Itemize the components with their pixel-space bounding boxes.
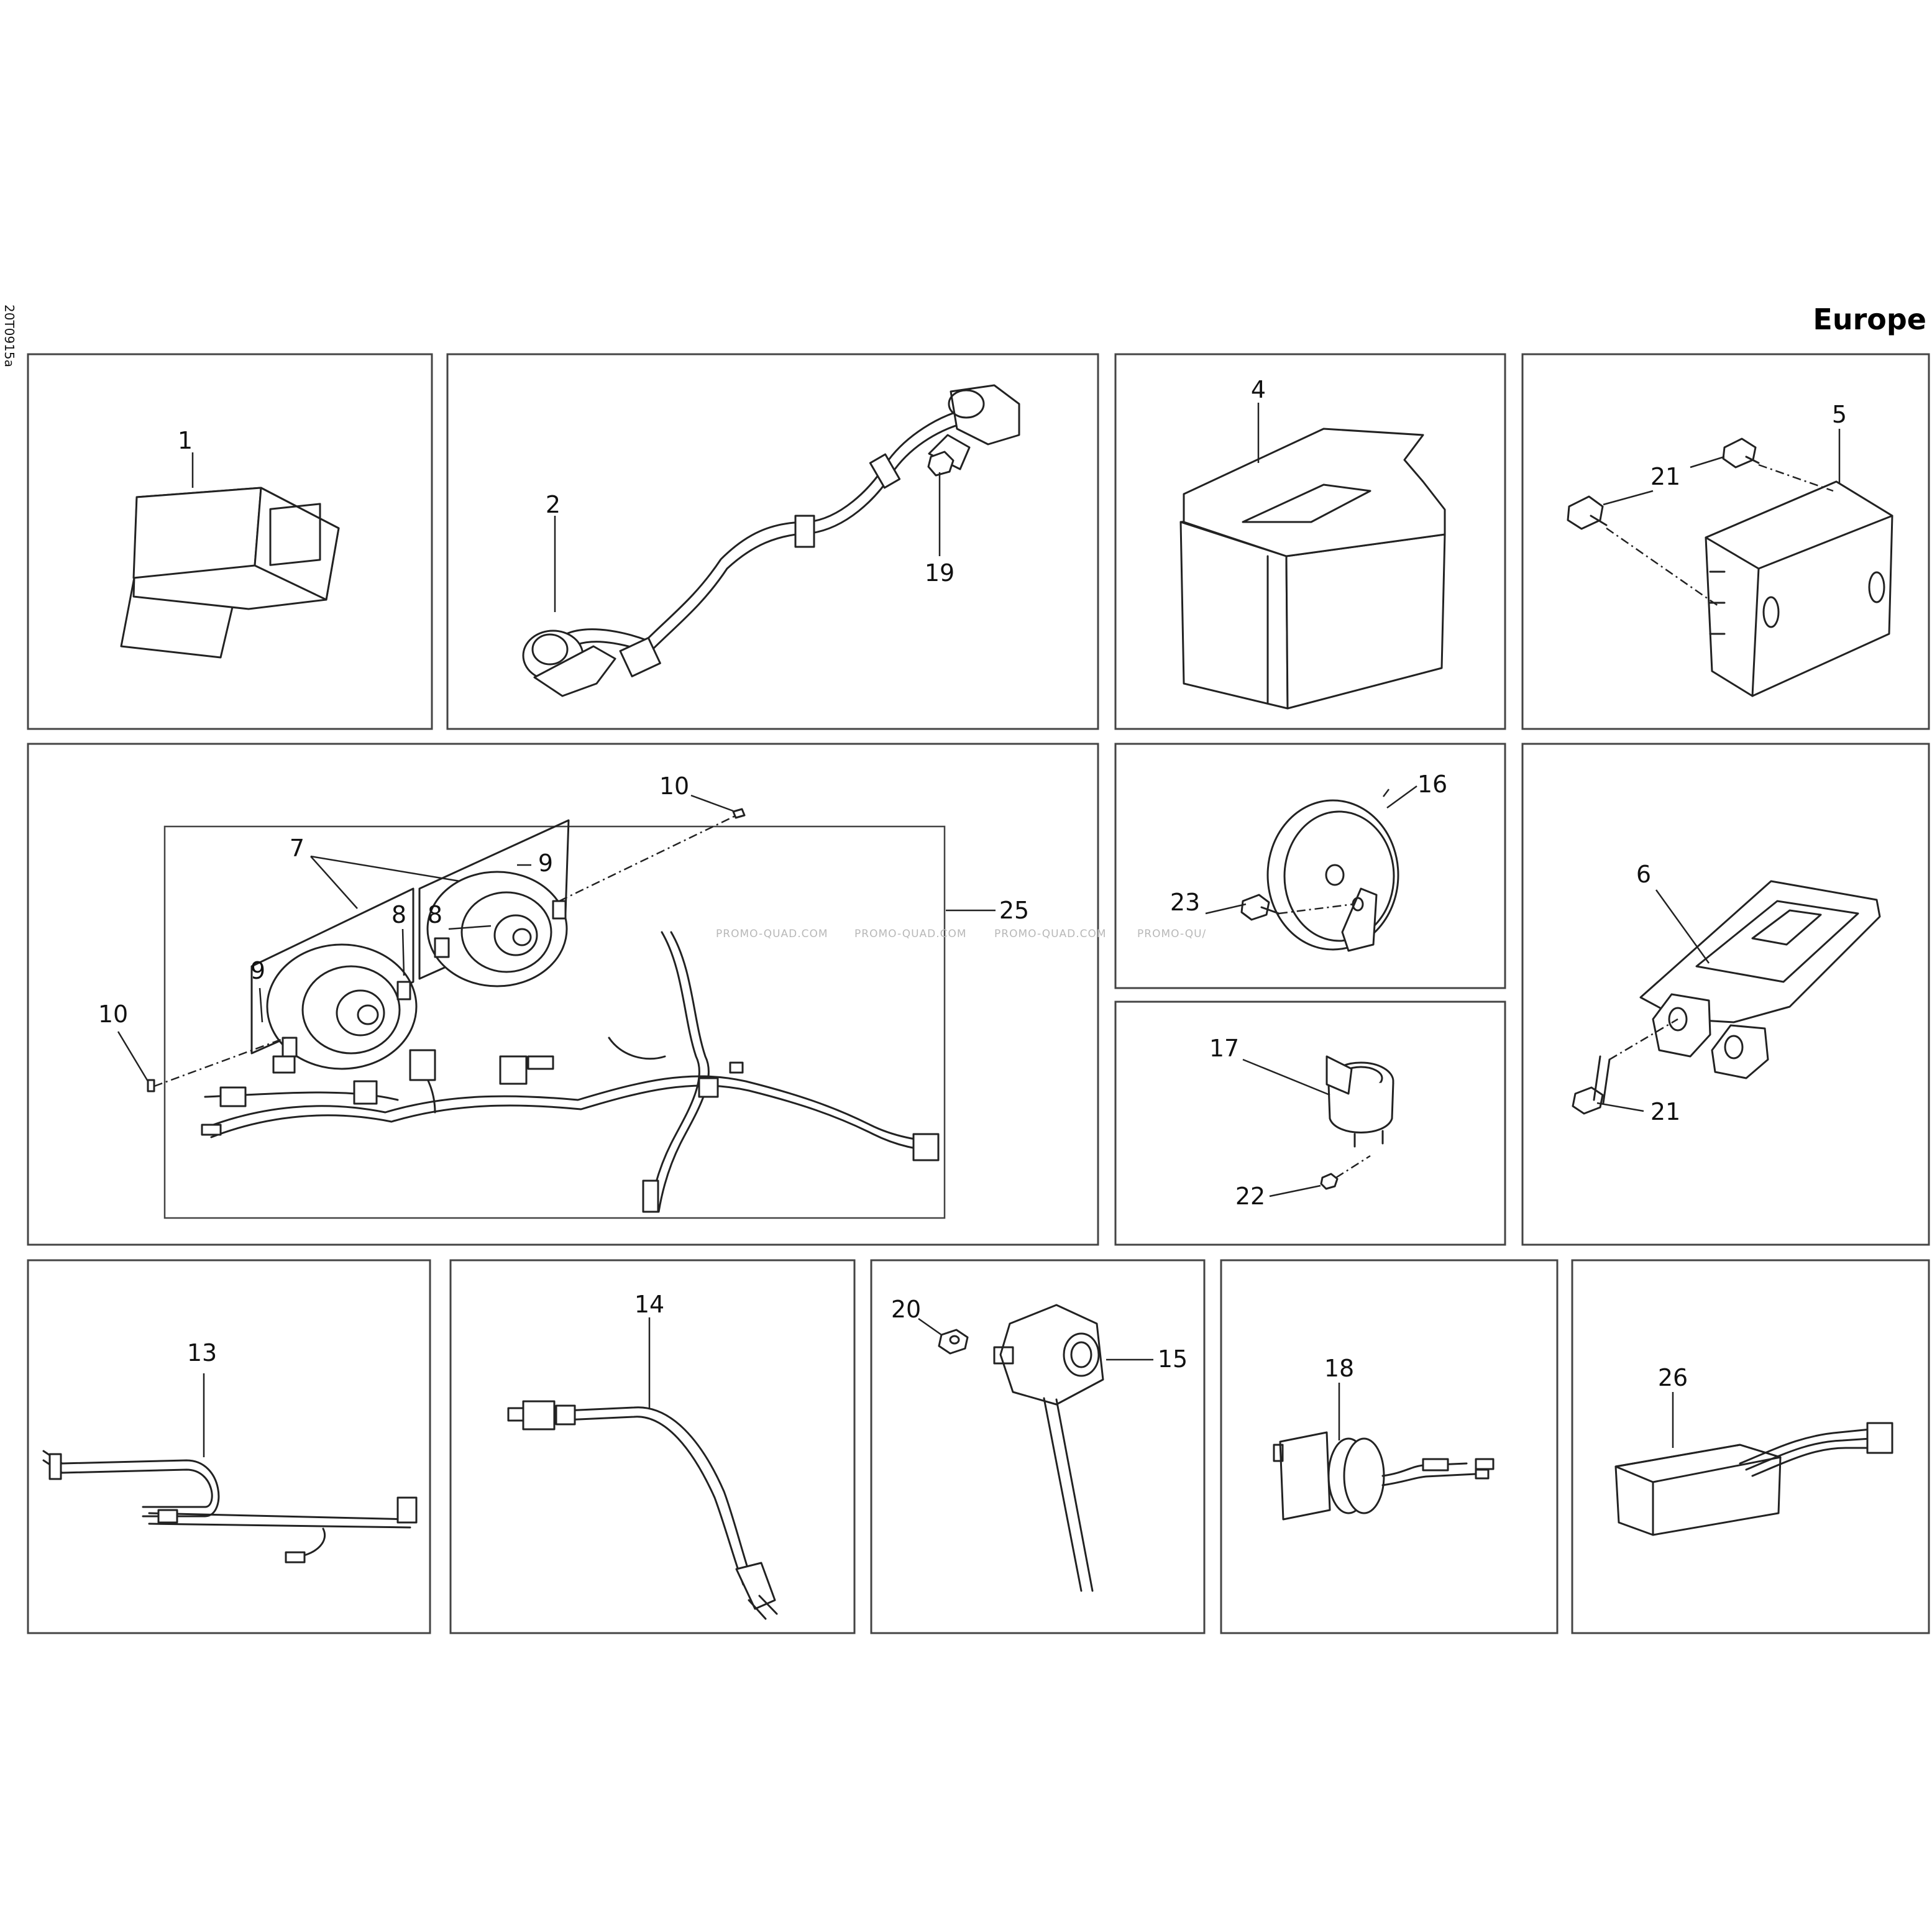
sensor-14-part xyxy=(507,1400,778,1620)
callout-22: 22 xyxy=(1235,1183,1265,1210)
panel-horn: 16 23 PROMO-QUAD.COM PROMO-QU/ xyxy=(994,743,1506,989)
cdi-module-part xyxy=(120,487,340,659)
callout-26: 26 xyxy=(1658,1364,1688,1391)
socket-18-part xyxy=(1273,1431,1495,1521)
solenoid-part xyxy=(1325,1055,1394,1148)
callout-6: 6 xyxy=(1636,861,1651,888)
panel-connector-socket: 18 xyxy=(1220,1259,1559,1634)
watermark-2: PROMO-QUAD.COM xyxy=(854,928,967,940)
battery-part xyxy=(1179,428,1446,710)
watermark-3: PROMO-QUAD.COM xyxy=(994,928,1107,940)
callout-23: 23 xyxy=(1170,889,1200,916)
callout-5: 5 xyxy=(1832,401,1847,428)
drawing-code: 20T0915a xyxy=(2,304,17,367)
panel-relay-module: 26 xyxy=(1571,1259,1930,1634)
screw-10-right-part xyxy=(732,808,746,819)
bracket-part xyxy=(1639,880,1881,1079)
callout-8-right: 8 xyxy=(428,901,442,928)
bolt-19-part xyxy=(927,451,955,477)
ignition-coil-part xyxy=(522,384,1020,697)
callout-20: 20 xyxy=(891,1296,921,1323)
horn-part xyxy=(1266,799,1399,952)
callout-14: 14 xyxy=(634,1291,664,1318)
panel-voltage-regulator: 21 5 xyxy=(1521,353,1930,730)
screw-10-left-part xyxy=(147,1079,155,1092)
watermark-1: PROMO-QUAD.COM xyxy=(716,928,828,940)
callout-7: 7 xyxy=(290,835,304,862)
callout-9-left: 9 xyxy=(250,957,265,984)
callout-10-left: 10 xyxy=(98,1000,128,1028)
callout-2: 2 xyxy=(546,491,561,518)
headlamp-left-part xyxy=(250,887,418,1070)
callout-21-top: 21 xyxy=(1650,463,1680,490)
panel-solenoid: 17 22 xyxy=(1114,1000,1506,1246)
panel-ignition-coil: 2 19 xyxy=(446,353,1099,730)
panel-headlamps-harness: 10 7 9 8 8 9 25 10 PROMO-QUAD.COM PROMO-… xyxy=(27,743,1099,1246)
panel-ground-harness: 13 xyxy=(27,1259,431,1634)
callout-10-top: 10 xyxy=(659,772,689,800)
panel-bracket: 6 21 xyxy=(1521,743,1930,1246)
harness-13-part xyxy=(42,1450,418,1563)
callout-9-right: 9 xyxy=(538,849,553,877)
panel-temperature-sensor: 14 xyxy=(449,1259,856,1634)
region-label: Europe xyxy=(1813,303,1926,336)
sensor-15-part xyxy=(993,1304,1104,1592)
callout-17: 17 xyxy=(1209,1035,1239,1062)
panel-cdi-module: 1 xyxy=(27,353,433,730)
watermark-4: PROMO-QU/ xyxy=(1137,928,1206,940)
callout-13: 13 xyxy=(187,1339,217,1367)
wiring-harness-part xyxy=(201,931,940,1213)
callout-25: 25 xyxy=(999,897,1029,924)
callout-4: 4 xyxy=(1251,376,1266,403)
regulator-part xyxy=(1705,480,1893,697)
bolt-23-part xyxy=(1240,894,1280,921)
nut-20-part xyxy=(938,1329,969,1355)
callout-8-left: 8 xyxy=(391,901,406,928)
headlamp-right-part xyxy=(418,819,570,987)
bolt-21b-part xyxy=(1722,437,1760,469)
callout-15: 15 xyxy=(1158,1345,1188,1373)
panel-battery: 4 xyxy=(1114,353,1506,730)
bolt-21c-part xyxy=(1572,1055,1611,1115)
callout-19: 19 xyxy=(925,559,955,587)
bolt-21a-part xyxy=(1567,495,1608,530)
callout-18: 18 xyxy=(1324,1355,1354,1382)
relay-26-part xyxy=(1614,1422,1893,1536)
callout-21-bottom: 21 xyxy=(1650,1098,1680,1125)
callout-1: 1 xyxy=(178,427,193,454)
panel-speed-sensor: 20 15 xyxy=(870,1259,1206,1634)
callout-16: 16 xyxy=(1417,771,1447,798)
screw-22-part xyxy=(1320,1173,1339,1190)
